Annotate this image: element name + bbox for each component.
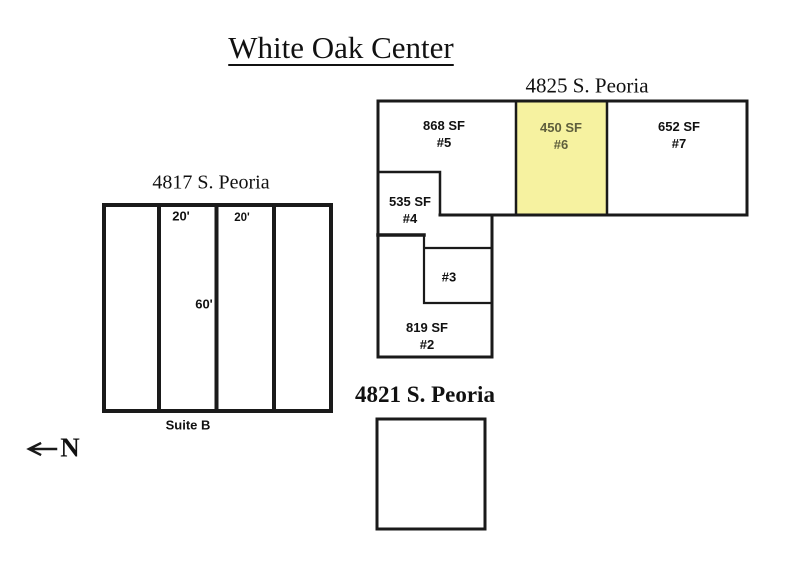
address-4821: 4821 S. Peoria (355, 382, 495, 407)
unit-7-number: #7 (671, 136, 687, 151)
unit-4-label: 535 SF #4 (389, 193, 431, 227)
unit-3-label: #3 (441, 269, 457, 285)
unit-7-label: 652 SF #7 (658, 118, 700, 152)
building-4825-partitions (376, 99, 609, 217)
unit-2-label: 819 SF #2 (406, 319, 448, 353)
unit-4-number: #4 (402, 211, 418, 226)
unit-5-label: 868 SF #5 (423, 117, 465, 151)
unit-6-number: #6 (553, 137, 569, 152)
building-4825-wing-outline (376, 213, 494, 359)
unit-6-highlight (516, 102, 607, 214)
page-title: White Oak Center (228, 30, 454, 65)
unit-2-number: #2 (419, 337, 435, 352)
dimension-depth: 60' (195, 296, 213, 312)
address-4825: 4825 S. Peoria (525, 73, 649, 98)
suite-b-label: Suite B (165, 417, 211, 433)
north-arrow-icon (26, 441, 58, 457)
unit-6-sf: 450 SF (540, 120, 582, 135)
unit-7-sf: 652 SF (658, 119, 700, 134)
unit-2-sf: 819 SF (406, 320, 448, 335)
dimension-width-1: 20' (172, 208, 190, 224)
unit-4-sf: 535 SF (389, 194, 431, 209)
unit-6-label: 450 SF #6 (540, 119, 582, 153)
building-4821-outline (375, 417, 487, 531)
address-4817: 4817 S. Peoria (152, 171, 270, 194)
north-label: N (60, 432, 80, 463)
unit-5-sf: 868 SF (423, 118, 465, 133)
unit-3-partitions (422, 233, 494, 305)
building-4817-dividers (157, 203, 276, 413)
unit-5-number: #5 (436, 135, 452, 150)
building-4825-outline (376, 99, 749, 359)
dimension-width-2: 20' (234, 212, 250, 224)
